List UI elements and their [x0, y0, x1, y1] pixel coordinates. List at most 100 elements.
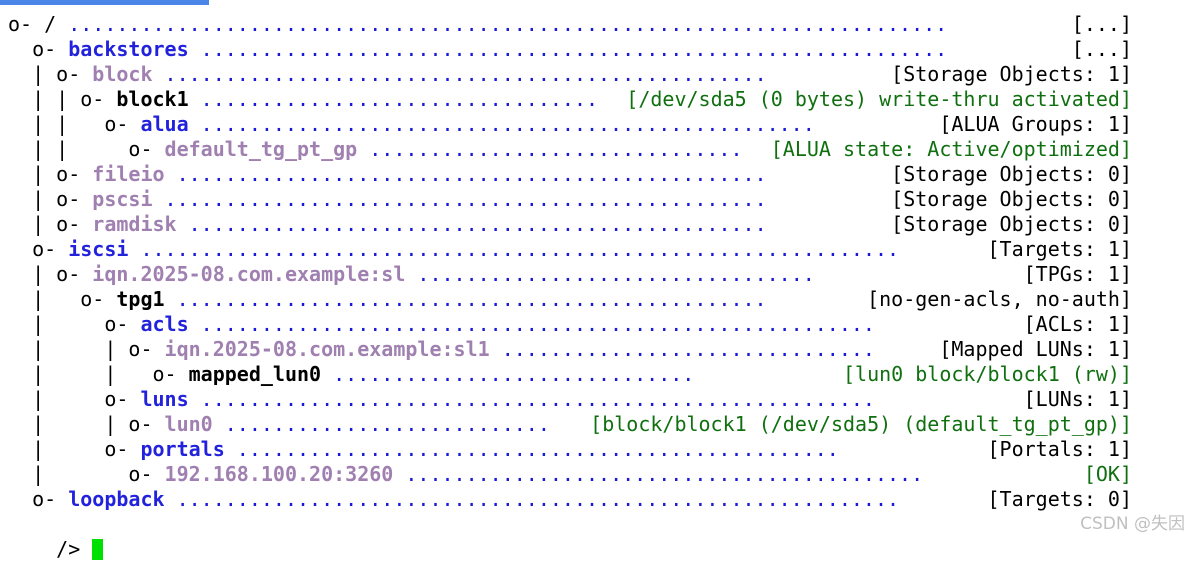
tree-node: o- / ...................................… [8, 12, 947, 36]
tree-line: | o- block .............................… [8, 62, 1168, 87]
tree-node-status: [Storage Objects: 1] [879, 62, 1132, 86]
tree-node-status: [...] [1059, 37, 1132, 61]
tree-branch-prefix: | o- [8, 437, 141, 461]
tree-node-status: [Storage Objects: 0] [879, 162, 1132, 186]
tree-leader-dots: ........................................… [56, 12, 948, 36]
tree-branch-prefix: | | o- [8, 412, 165, 436]
targetcli-tree: o- / ...................................… [8, 12, 1168, 512]
tree-node-name: pscsi [92, 187, 153, 211]
tree-node-name: 192.168.100.20:3260 [164, 462, 394, 486]
tree-node-name: backstores [68, 37, 189, 61]
tree-node-status: [Storage Objects: 0] [879, 212, 1132, 236]
tree-branch-prefix: | o- [8, 187, 93, 211]
tree-node-status: [Portals: 1] [975, 437, 1132, 461]
tree-node-status: [lun0 block/block1 (rw)] [830, 362, 1132, 386]
tree-line: | o- 192.168.100.20:3260 ...............… [8, 462, 1168, 487]
tree-node: o- loopback ............................… [8, 487, 899, 511]
tree-branch-prefix: | o- [8, 312, 141, 336]
tree-node-name: iscsi [68, 237, 129, 261]
tree-node: | o- luns ..............................… [8, 387, 875, 411]
tree-node-status: [Targets: 1] [975, 237, 1132, 261]
tree-node-status: [Targets: 0] [975, 487, 1132, 511]
tree-node: | o- portals ...........................… [8, 437, 839, 461]
tree-node-status: [ACLs: 1] [1011, 312, 1132, 336]
tree-node-name: portals [140, 437, 225, 461]
tree-leader-dots: ........................................… [224, 437, 839, 461]
tree-line: o- / ...................................… [8, 12, 1168, 37]
tree-branch-prefix: | o- [8, 387, 141, 411]
tree-leader-dots: ........................................… [152, 187, 767, 211]
tree-node-name: iqn.2025-08.com.example:sl [92, 262, 406, 286]
tree-node-name: lun0 [164, 412, 213, 436]
active-tab-indicator[interactable] [0, 0, 209, 5]
tree-branch-prefix: | o- [8, 262, 93, 286]
tree-node-status: [TPGs: 1] [1011, 262, 1132, 286]
tree-leader-dots: ................................. [188, 87, 599, 111]
tree-line: | o- acls ..............................… [8, 312, 1168, 337]
tree-leader-dots: ........................................… [164, 287, 767, 311]
tree-node-name: luns [140, 387, 189, 411]
tree-branch-prefix: o- [8, 12, 45, 36]
tree-node: | o- acls ..............................… [8, 312, 875, 336]
tree-line: | o- pscsi .............................… [8, 187, 1168, 212]
tree-branch-prefix: | o- [8, 287, 117, 311]
tree-node: | o- fileio ............................… [8, 162, 767, 186]
tree-line: | | o- default_tg_pt_gp ................… [8, 137, 1168, 162]
tree-line: | o- luns ..............................… [8, 387, 1168, 412]
tree-node: | o- iqn.2025-08.com.example:sl ........… [8, 262, 815, 286]
csdn-watermark: CSDN @失因 [1080, 514, 1185, 534]
tree-node: | o- tpg1 ..............................… [8, 287, 767, 311]
tree-node: | | o- iqn.2025-08.com.example:sl1 .....… [8, 337, 875, 361]
tree-branch-prefix: | | o- [8, 137, 165, 161]
tree-line: o- backstores ..........................… [8, 37, 1168, 62]
tree-line: | | o- block1 ..........................… [8, 87, 1168, 112]
tree-line: | o- portals ...........................… [8, 437, 1168, 462]
tree-node-name: tpg1 [116, 287, 165, 311]
tree-branch-prefix: | | o- [8, 112, 141, 136]
tree-node: | | o- mapped_lun0 .....................… [8, 362, 694, 386]
prompt-line[interactable]: /> [8, 512, 1168, 561]
tree-node-status: [block/block1 (/dev/sda5) (default_tg_pt… [578, 412, 1132, 436]
terminal-cursor [92, 539, 104, 560]
tree-leader-dots: ........................................… [188, 387, 875, 411]
tree-leader-dots: ........................................… [128, 237, 900, 261]
tree-node-name: alua [140, 112, 189, 136]
tree-node-name: default_tg_pt_gp [164, 137, 358, 161]
tree-line: | | o- alua ............................… [8, 112, 1168, 137]
tree-node-name: ramdisk [92, 212, 177, 236]
tree-node-name: block1 [116, 87, 189, 111]
tree-leader-dots: ........................................… [164, 162, 767, 186]
tree-branch-prefix: | o- [8, 462, 165, 486]
tree-node-name: block [92, 62, 153, 86]
tree-line: | | o- iqn.2025-08.com.example:sl1 .....… [8, 337, 1168, 362]
tree-node-status: [ALUA Groups: 1] [927, 112, 1132, 136]
tree-branch-prefix: | o- [8, 62, 93, 86]
tree-branch-prefix: | | o- [8, 337, 165, 361]
tree-node-status: [/dev/sda5 (0 bytes) write-thru activate… [614, 87, 1132, 111]
tree-line: | o- fileio ............................… [8, 162, 1168, 187]
tree-node-name: fileio [92, 162, 165, 186]
tree-leader-dots: ............................... [489, 337, 875, 361]
tree-leader-dots: ........................... [212, 412, 550, 436]
tree-node: | | o- lun0 ........................... [8, 412, 550, 436]
tree-line: | o- tpg1 ..............................… [8, 287, 1168, 312]
tree-branch-prefix: o- [8, 487, 69, 511]
shell-prompt: /> [56, 537, 93, 561]
tree-leader-dots: ................................. [405, 262, 815, 286]
tree-line: | | o- lun0 ........................... … [8, 412, 1168, 437]
tree-leader-dots: ........................................… [164, 487, 900, 511]
tree-line: | o- iqn.2025-08.com.example:sl ........… [8, 262, 1168, 287]
tree-node: | | o- default_tg_pt_gp ................… [8, 137, 742, 161]
tree-branch-prefix: | o- [8, 212, 93, 236]
tree-node-status: [...] [1059, 12, 1132, 36]
tree-leader-dots: ........................................… [393, 462, 924, 486]
tree-leader-dots: .............................. [321, 362, 695, 386]
terminal-output[interactable]: o- / ...................................… [8, 12, 1168, 561]
tree-line: | | o- mapped_lun0 .....................… [8, 362, 1168, 387]
tree-branch-prefix: o- [8, 37, 69, 61]
tree-node: | | o- block1 ..........................… [8, 87, 598, 111]
tree-branch-prefix: | o- [8, 162, 93, 186]
tree-line: o- loopback ............................… [8, 487, 1168, 512]
tree-line: o- iscsi ...............................… [8, 237, 1168, 262]
tree-node: o- backstores ..........................… [8, 37, 947, 61]
